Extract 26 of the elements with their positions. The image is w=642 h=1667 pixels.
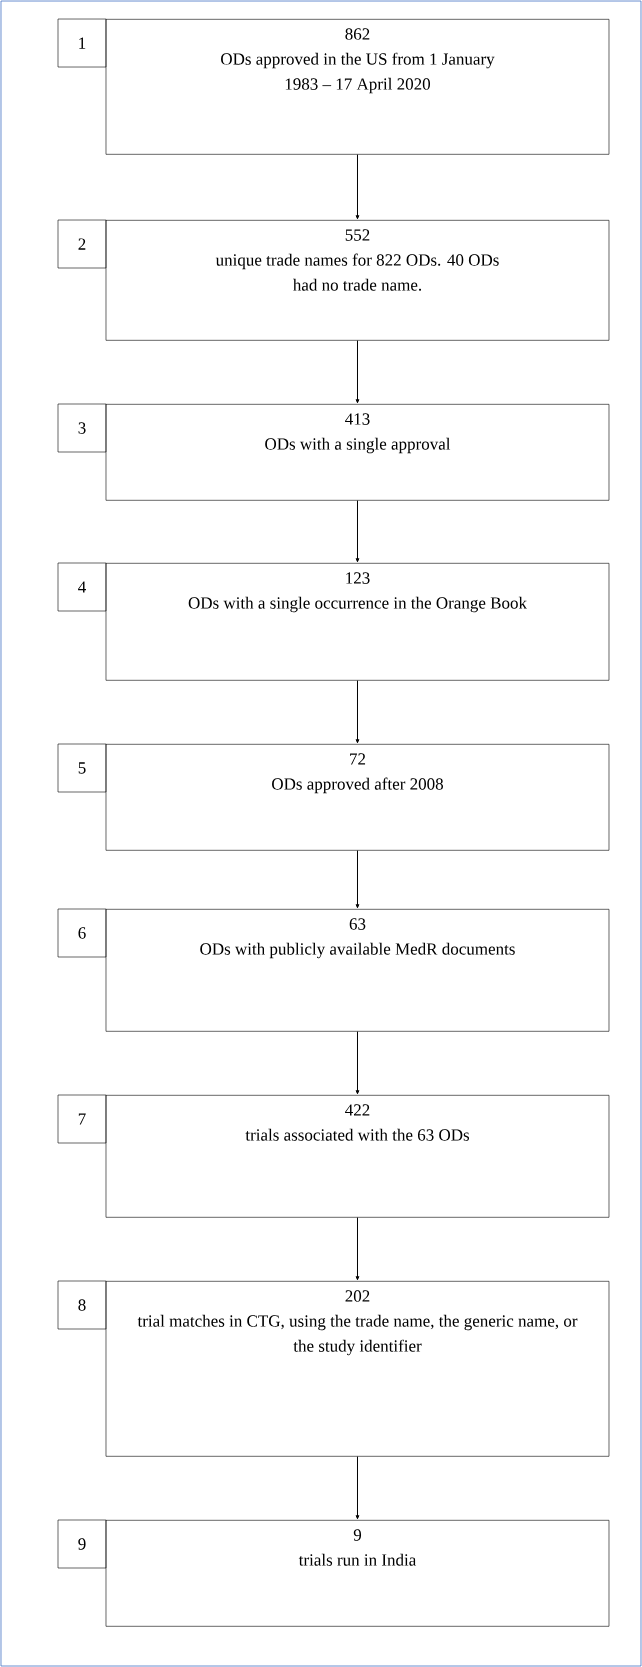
number-box: 4 — [57, 562, 107, 612]
arrow — [355, 1456, 360, 1520]
arrow — [355, 154, 360, 220]
arrow — [355, 850, 360, 909]
step-box: 862 ODs approved in the US from 1 January 1983 – 17 April 2020 — [105, 19, 610, 155]
step-box: 422 trials associated with the 63 ODs — [105, 1095, 610, 1218]
number-box: 7 — [57, 1094, 107, 1144]
number-box: 3 — [57, 403, 107, 453]
arrow — [355, 1031, 360, 1095]
step-box: 202 trial matches in CTG, using the trade name, the generic name, or the study identifier — [105, 1281, 610, 1457]
arrow — [355, 1217, 360, 1281]
number-box: 6 — [57, 908, 107, 958]
arrow — [355, 680, 360, 744]
number-box: 2 — [57, 219, 107, 269]
arrow — [355, 340, 360, 404]
step-box: 123 ODs with a single occurrence in the Orange Book — [105, 563, 610, 681]
number-box: 1 — [57, 18, 107, 68]
step-box: 63 ODs with publicly available MedR documents — [105, 909, 610, 1032]
step-box: 9 trials run in India — [105, 1520, 610, 1627]
number-box: 9 — [57, 1519, 107, 1569]
step-box: 552 unique trade names for 822 ODs. 40 ODs had no trade name. — [105, 220, 610, 341]
number-box: 8 — [57, 1280, 107, 1330]
number-box: 5 — [57, 743, 107, 793]
arrow — [355, 500, 360, 563]
step-box: 413 ODs with a single approval — [105, 404, 610, 501]
step-box: 72 ODs approved after 2008 — [105, 744, 610, 851]
